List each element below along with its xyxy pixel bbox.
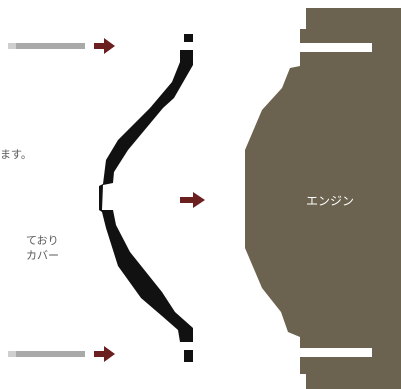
bolt-shaft [14, 351, 85, 357]
cover-bottom-cap [184, 350, 193, 362]
bolt-tip [8, 351, 16, 357]
bolt-icon-top [8, 43, 85, 49]
engine-body [245, 8, 401, 389]
bolt-shaft [14, 43, 85, 49]
engine-slot-top [300, 43, 372, 52]
cover-part [99, 34, 193, 362]
arrow-right-icon-bottom [94, 346, 115, 362]
caption-line-2: ており [26, 234, 59, 247]
engine-label: エンジン [306, 194, 354, 208]
cover-body [99, 50, 193, 342]
engine-block: エンジン [245, 8, 401, 389]
engine-slot-bottom [300, 348, 372, 357]
bolt-tip [8, 43, 16, 49]
arrow-right-icon-middle [180, 192, 205, 208]
cover-top-cap [184, 34, 193, 42]
caption-line-1: ます。 [0, 148, 32, 161]
bolt-icon-bottom [8, 351, 85, 357]
arrow-right-icon-top [94, 38, 115, 54]
caption-line-3: カバー [26, 249, 59, 262]
